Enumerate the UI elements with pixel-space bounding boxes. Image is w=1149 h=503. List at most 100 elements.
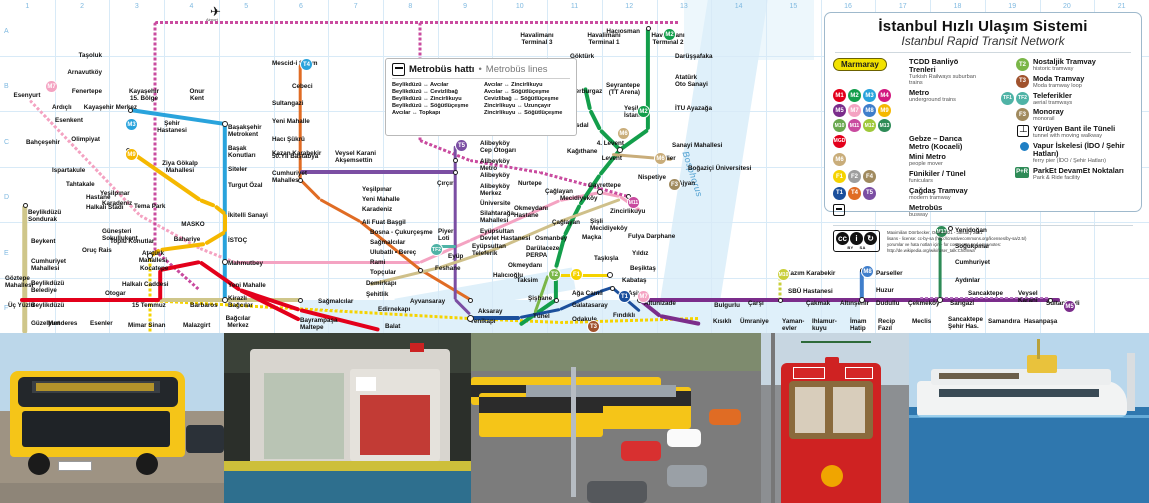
station-label[interactable]: 50.Yıl Baştabya	[272, 153, 319, 160]
station-label[interactable]: Samandıra	[988, 318, 1021, 325]
legend-chip-t5[interactable]: T5	[863, 186, 876, 200]
station-label[interactable]: Odakule	[572, 316, 597, 323]
station-marker[interactable]	[127, 107, 133, 113]
line-badge-t2[interactable]: T2	[548, 268, 561, 281]
station-label[interactable]: Çarşı	[748, 300, 764, 307]
legend-chip-m4[interactable]: M4	[878, 89, 891, 103]
station-marker[interactable]	[1047, 297, 1053, 303]
station-label[interactable]: Kabataş	[622, 277, 647, 284]
station-label[interactable]: Barbaros	[190, 302, 218, 309]
station-label[interactable]: Bahariye	[173, 236, 201, 243]
station-label[interactable]: Dudullu	[876, 300, 900, 307]
station-label[interactable]: Sultanbeyli	[1046, 300, 1080, 307]
station-marker[interactable]	[297, 297, 303, 303]
station-label[interactable]: İSTOÇ	[228, 237, 248, 244]
station-marker[interactable]	[297, 177, 303, 183]
legend-chip-m1[interactable]: M1	[833, 89, 846, 103]
line-badge-m3[interactable]: M3	[125, 118, 138, 131]
station-marker[interactable]	[617, 147, 623, 153]
station-label[interactable]: Hasdal	[568, 122, 589, 129]
station-label[interactable]: Halkalı Stadı	[86, 204, 124, 211]
line-badge-t3[interactable]: T3	[587, 320, 600, 333]
legend-chip-marmaray[interactable]: Marmaray	[833, 58, 887, 71]
station-label[interactable]: Fenertepe	[71, 88, 102, 95]
station-label[interactable]: İkitelli Sanayi	[228, 212, 268, 219]
station-label[interactable]: Cebeci	[292, 83, 313, 90]
station-marker[interactable]	[466, 314, 474, 322]
station-label[interactable]: Yeni Mahalle	[272, 118, 310, 125]
station-label[interactable]: Mimar Sinan	[128, 322, 166, 329]
station-label[interactable]: Parseller	[876, 270, 903, 277]
station-label[interactable]: Sağmalcılar	[318, 298, 354, 305]
station-label[interactable]: Kısıklı	[713, 318, 732, 325]
station-label[interactable]: Siteler	[228, 166, 248, 173]
line-badge-m10[interactable]: M10	[777, 268, 790, 281]
station-label[interactable]: SBÜ Hastanesi	[788, 288, 833, 295]
station-label[interactable]: Ayvansaray	[410, 298, 446, 305]
station-label[interactable]: Ajyan	[678, 180, 696, 187]
station-label[interactable]: Kağıthane	[567, 148, 598, 155]
station-label[interactable]: Taksim	[516, 277, 538, 284]
station-label[interactable]: Yenikapı	[470, 318, 496, 325]
station-label[interactable]: Tünel	[533, 313, 550, 320]
station-label[interactable]: Mahmutbey	[228, 260, 263, 267]
station-label[interactable]: Demirkapı	[366, 280, 397, 287]
station-label[interactable]: Menderes	[48, 320, 78, 327]
station-label[interactable]: Sultangazi	[272, 100, 304, 107]
line-badge-m5[interactable]: M5	[1063, 300, 1076, 313]
station-label[interactable]: Boğaziçi Üniversitesi	[688, 165, 752, 172]
station-label[interactable]: Kazan Karabekir	[272, 150, 322, 157]
station-label[interactable]: Aydınlar	[955, 277, 980, 284]
station-label[interactable]: Gayrettepe	[588, 182, 621, 189]
legend-chip-tf2[interactable]: TF2	[1016, 91, 1029, 105]
legend-chip-t3[interactable]: T3	[1016, 74, 1029, 88]
station-label[interactable]: Aksaray	[478, 308, 503, 315]
station-label[interactable]: Otogar	[105, 290, 126, 297]
station-label[interactable]: Beykent	[31, 238, 56, 245]
station-label[interactable]: Sanayi Mahallesi	[672, 142, 723, 149]
station-label[interactable]: Esenyurt	[13, 92, 41, 99]
legend-chip-t2[interactable]: T2	[1016, 58, 1029, 71]
line-badge-f3[interactable]: F3	[668, 178, 681, 191]
station-label[interactable]: Ümraniye	[740, 318, 769, 325]
station-marker[interactable]	[222, 259, 228, 265]
station-label[interactable]: Sarıgazi	[950, 300, 975, 307]
station-label[interactable]: Kocatepe	[140, 265, 169, 272]
station-label[interactable]: Yeşilpınar	[100, 190, 130, 197]
station-label[interactable]: Nurtepe	[518, 180, 542, 187]
station-label[interactable]: Çakmak	[806, 300, 831, 307]
station-label[interactable]: Fulya Darphane	[628, 233, 676, 240]
station-label[interactable]: Zincirlikuyu	[610, 208, 646, 215]
line-badge-m6[interactable]: M6	[617, 127, 630, 140]
station-label[interactable]: Olimpiyat	[71, 136, 100, 143]
line-badge-m9[interactable]: M9	[125, 148, 138, 161]
station-label[interactable]: Okmeydanı	[508, 262, 542, 269]
station-label[interactable]: Fındıklı	[613, 312, 636, 319]
station-label[interactable]: Feshane	[435, 265, 461, 272]
legend-chip-m10[interactable]: M10	[833, 119, 846, 133]
station-label[interactable]: Bosna - Çukurçeşme	[370, 229, 433, 236]
station-marker[interactable]	[417, 267, 423, 273]
station-label[interactable]: Yeni Mahalle	[362, 196, 400, 203]
station-marker[interactable]	[597, 189, 603, 195]
station-label[interactable]: Üniversite	[480, 200, 511, 207]
station-label[interactable]: Kemerburgaz	[562, 88, 603, 95]
legend-chip-m3[interactable]: M3	[863, 89, 876, 103]
station-label[interactable]: Balat	[385, 323, 401, 330]
station-label[interactable]: Oruç Rais	[82, 247, 112, 254]
